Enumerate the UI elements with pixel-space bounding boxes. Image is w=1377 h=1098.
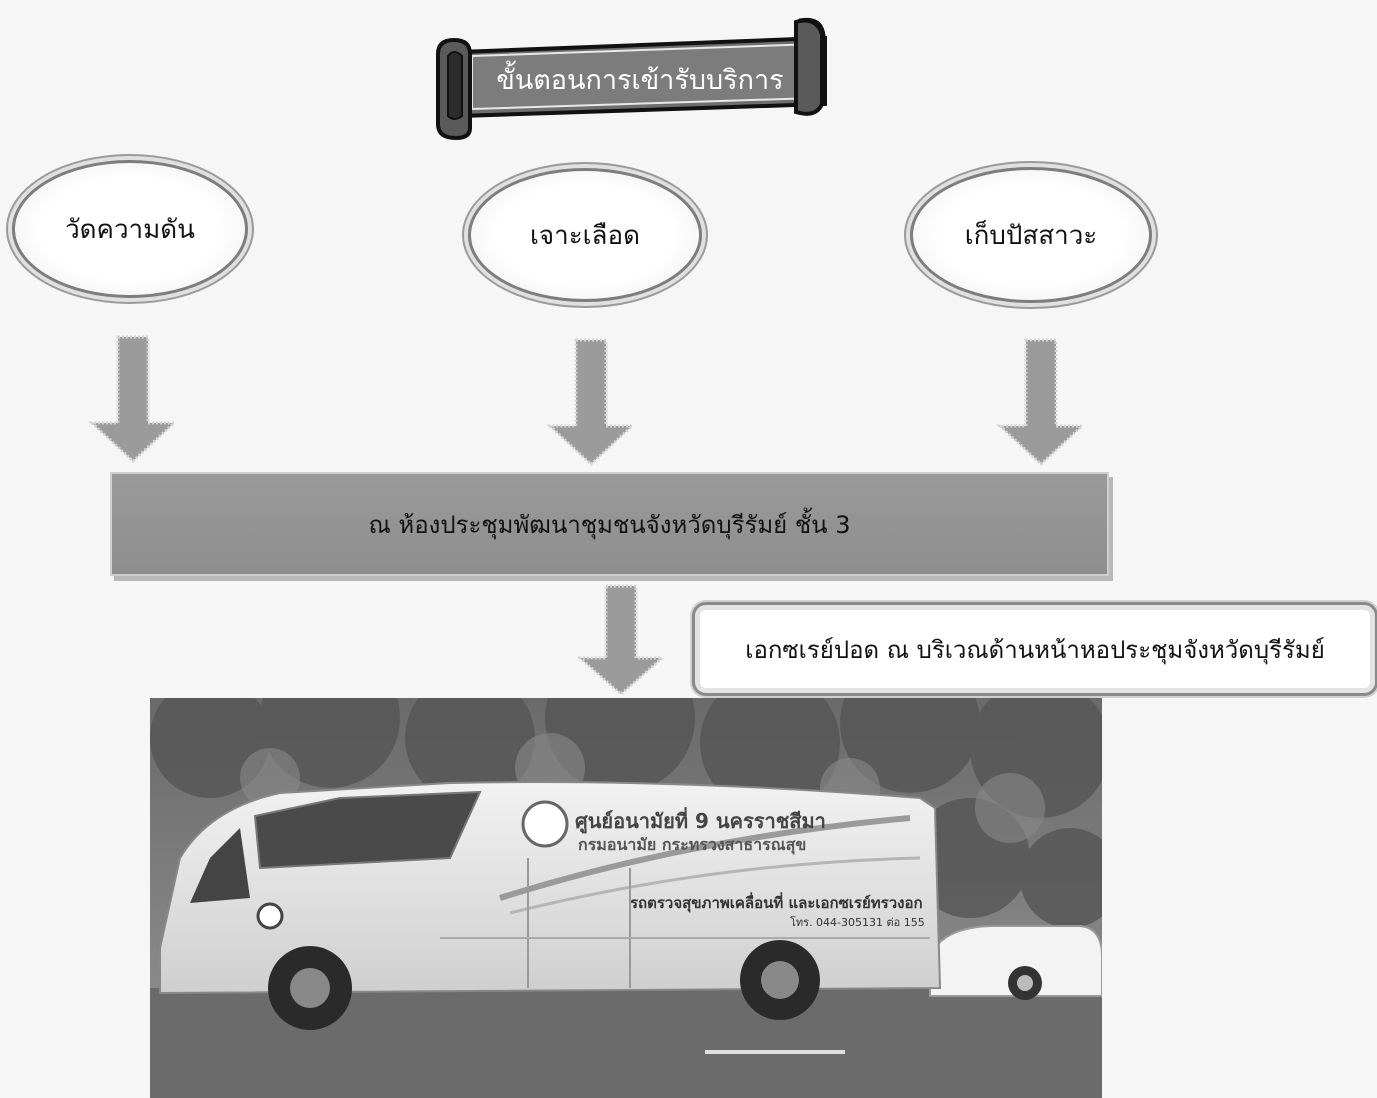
step-label: วัดความดัน [65,214,195,245]
step-oval-blood-draw: เจาะเลือด [468,168,702,302]
down-arrow-icon [996,338,1086,468]
down-arrow-icon [578,584,664,698]
down-arrow-icon [88,335,178,465]
step-label: เก็บปัสสาวะ [964,220,1098,251]
bus-text-department: กรมอนามัย กระทรวงสาธารณสุข [578,835,806,855]
xray-note-box: เอกซเรย์ปอด ณ บริเวณด้านหน้าหอประชุมจังห… [692,602,1377,696]
step-oval-blood-pressure: วัดความดัน [12,160,248,298]
mobile-xray-bus-photo: ศูนย์อนามัยที่ 9 นครราชสีมา กรมอนามัย กร… [150,698,1102,1098]
step-oval-urine: เก็บปัสสาวะ [910,167,1152,303]
location-label: ณ ห้องประชุมพัฒนาชุมชนจังหวัดบุรีรัมย์ ช… [368,510,851,539]
bus-text-phone: โทร. 044-305131 ต่อ 155 [790,915,925,929]
bus-text-center-name: ศูนย์อนามัยที่ 9 นครราชสีมา [575,806,826,835]
xray-label: เอกซเรย์ปอด ณ บริเวณด้านหน้าหอประชุมจังห… [745,635,1325,664]
scroll-shape [436,17,827,141]
location-box: ณ ห้องประชุมพัฒนาชุมชนจังหวัดบุรีรัมย์ ช… [110,472,1109,576]
banner-title: ขั้นตอนการเข้ารับบริการ [496,65,784,96]
bus-text-service: รถตรวจสุขภาพเคลื่อนที่ และเอกซเรย์ทรวงอก [630,892,923,913]
step-label: เจาะเลือด [529,220,640,251]
title-banner: ขั้นตอนการเข้ารับบริการ [430,12,835,142]
down-arrow-icon [546,338,636,468]
